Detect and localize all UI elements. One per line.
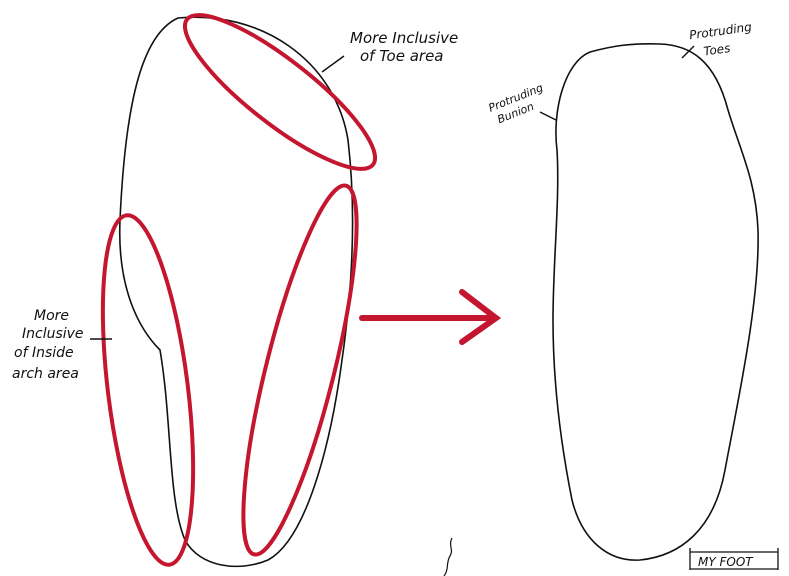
toes-note-line: Protruding — [688, 20, 753, 43]
toe-note-line: More Inclusive — [350, 29, 458, 47]
arch-note-line: More — [34, 308, 69, 324]
my-foot-outline — [553, 44, 758, 560]
inside-arch-ellipse — [87, 210, 209, 569]
arch-note-line: Inclusive — [22, 326, 84, 342]
toes-note: Protruding Toes — [688, 19, 759, 60]
transition-arrow-icon — [362, 292, 496, 342]
arch-note: More Inclusive of Inside arch area — [12, 308, 88, 382]
toe-note: More Inclusive of Toe area — [350, 29, 463, 65]
outside-edge-ellipse — [221, 177, 379, 562]
bunion-note: Protruding Bunion — [487, 80, 554, 128]
arch-note-line: of Inside — [14, 345, 74, 361]
toe-note-line: of Toe area — [360, 47, 444, 65]
my-foot-label-text: MY FOOT — [698, 555, 754, 569]
stray-pen-mark — [444, 538, 452, 576]
bunion-note-leader — [540, 112, 556, 120]
toes-note-line: Toes — [703, 41, 732, 59]
my-foot-label: MY FOOT — [690, 548, 778, 570]
arch-note-line: arch area — [12, 366, 79, 382]
toe-note-leader — [322, 56, 344, 72]
